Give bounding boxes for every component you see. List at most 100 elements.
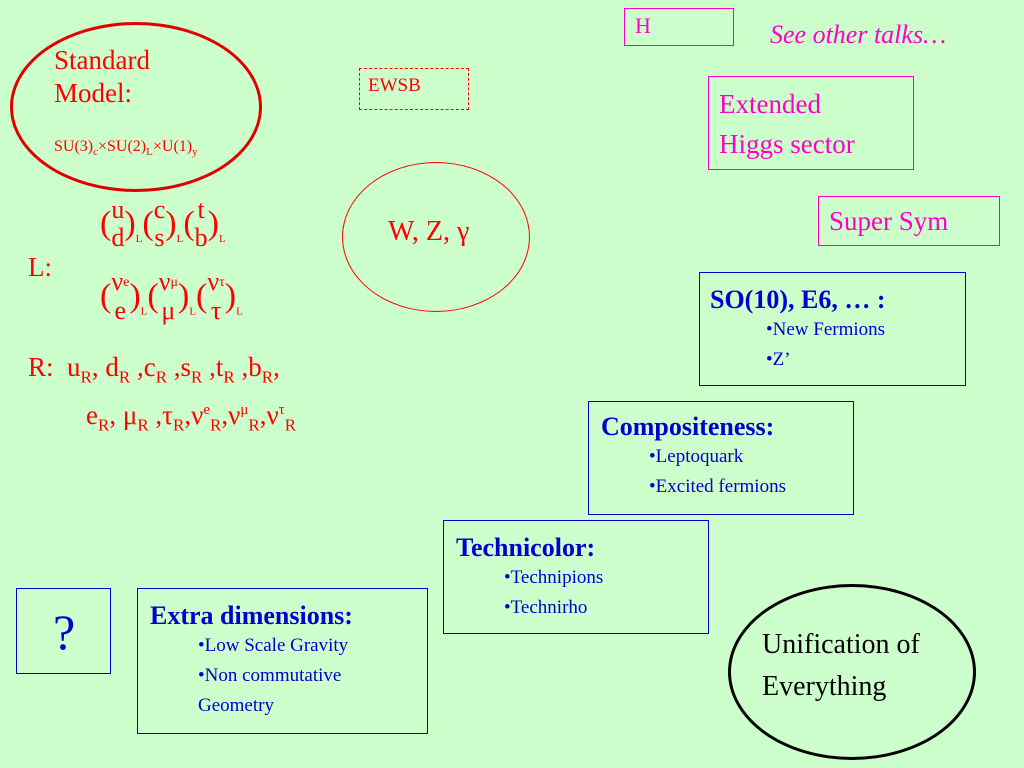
field-subscript: R <box>223 367 235 387</box>
field-subscript: R <box>210 415 222 435</box>
doublet-top: t <box>197 195 205 224</box>
field-symbol: ν <box>228 400 241 430</box>
unification-ellipse <box>728 584 976 760</box>
doublet-top: c <box>153 195 166 224</box>
field-superscript: τ <box>278 402 285 418</box>
field-symbol: ν <box>191 400 204 430</box>
field-subscript: R <box>97 415 110 435</box>
unification-line1: Unification of <box>762 629 920 660</box>
standard-model-title: Standard Model: <box>54 44 150 110</box>
field-symbol: s <box>180 352 192 382</box>
gauge-group-u1-sub: y <box>192 146 198 159</box>
extra-dimensions-heading: Extra dimensions: <box>150 601 353 630</box>
so10-heading: SO(10), E6, … : <box>710 285 886 314</box>
unification-label: Unification of Everything <box>762 624 920 708</box>
field-symbol: d <box>105 352 119 382</box>
standard-model-title-line1: Standard <box>54 45 150 75</box>
standard-model-title-line2: Model: <box>54 78 132 108</box>
field-separator: , <box>167 352 181 382</box>
super-sym-box: Super Sym <box>818 196 1000 246</box>
doublet-bottom: d <box>111 223 125 252</box>
field-symbol: τ <box>162 400 174 430</box>
so10-item: •Z’ <box>766 349 791 370</box>
extended-higgs-line2: Higgs sector <box>719 129 855 159</box>
compositeness-heading: Compositeness: <box>601 412 775 441</box>
right-handed-fields: uR, dR ,cR ,sR ,tR ,bR, <box>67 352 280 386</box>
extra-dimensions-box: Extra dimensions: •Low Scale Gravity •No… <box>137 588 428 734</box>
field-separator: , <box>273 352 280 382</box>
gauge-bosons-label: W, Z, γ <box>388 216 470 247</box>
doublet-subscript: L <box>135 232 143 245</box>
gauge-group-su3-sub: c <box>93 146 98 159</box>
compositeness-box: Compositeness: •Leptoquark •Excited ferm… <box>588 401 854 515</box>
field-subscript: R <box>118 367 131 387</box>
doublet-bottom: τ <box>210 296 222 325</box>
field-superscript: μ <box>240 402 249 418</box>
doublet-subscript: L <box>176 232 184 245</box>
see-other-talks: See other talks… <box>770 20 947 49</box>
compositeness-item: •Leptoquark <box>649 446 744 467</box>
extra-dimensions-item: •Non commutative <box>198 665 342 686</box>
extra-dimensions-item: •Low Scale Gravity <box>198 635 349 656</box>
field-superscript: e <box>203 402 210 418</box>
doublet-subscript: L <box>218 232 226 245</box>
field-symbol: μ <box>122 400 138 430</box>
doublet-bottom: b <box>194 223 208 252</box>
field-subscript: R <box>248 415 260 435</box>
field-separator: , <box>148 400 163 430</box>
gauge-group-su3: SU(3) <box>54 138 94 155</box>
neutrino-flavor: e <box>123 275 130 290</box>
doublet-top: ν <box>158 267 171 296</box>
extended-higgs-box: Extended Higgs sector <box>708 76 914 170</box>
field-subscript: R <box>173 415 185 435</box>
gauge-group-su2-sub: L <box>146 146 153 159</box>
field-subscript: R <box>284 415 297 435</box>
right-handed-line-1: R: uR, dR ,cR ,sR ,tR ,bR, <box>28 352 280 387</box>
field-separator: , <box>221 400 229 430</box>
field-symbol: c <box>143 352 156 382</box>
technicolor-item: •Technirho <box>504 597 588 618</box>
left-handed-label: L: <box>28 252 52 282</box>
neutrino-flavor: τ <box>219 275 225 290</box>
field-subscript: R <box>261 367 274 387</box>
doublet-bottom: μ <box>161 296 176 325</box>
field-separator: , <box>91 352 106 382</box>
so10-item: •New Fermions <box>766 319 886 340</box>
neutrino-flavor: μ <box>170 275 178 290</box>
ewsb-box: EWSB <box>359 68 469 110</box>
higgs-box: H <box>624 8 734 46</box>
field-symbol: e <box>86 400 98 430</box>
doublet-top: ν <box>207 267 220 296</box>
gauge-group: SU(3)c×SU(2)L×U(1)y <box>54 138 198 158</box>
field-symbol: b <box>248 352 262 382</box>
standard-model-ellipse <box>10 22 262 192</box>
unification-line2: Everything <box>762 671 887 702</box>
field-separator: , <box>109 400 123 430</box>
technicolor-heading: Technicolor: <box>456 533 596 562</box>
doublet-bottom: e <box>114 296 127 325</box>
so10-box: SO(10), E6, … : •New Fermions •Z’ <box>699 272 966 386</box>
field-separator: , <box>184 400 192 430</box>
field-symbol: t <box>215 352 224 382</box>
doublet-bottom: s <box>154 223 165 252</box>
field-symbol: ν <box>266 400 279 430</box>
field-subscript: R <box>137 415 149 435</box>
field-subscript: R <box>191 367 203 387</box>
field-separator: , <box>234 352 249 382</box>
field-separator: , <box>202 352 216 382</box>
gauge-group-u1: ×U(1) <box>152 138 193 155</box>
field-symbol: u <box>67 352 81 382</box>
field-subscript: R <box>80 367 92 387</box>
field-subscript: R <box>155 367 168 387</box>
right-handed-fields: eR, μR ,τR,νeR,νμR,ντR <box>86 400 296 434</box>
doublet-subscript: L <box>140 305 148 318</box>
technicolor-box: Technicolor: •Technipions •Technirho <box>443 520 709 634</box>
right-handed-line-2: eR, μR ,τR,νeR,νμR,ντR <box>86 400 296 435</box>
